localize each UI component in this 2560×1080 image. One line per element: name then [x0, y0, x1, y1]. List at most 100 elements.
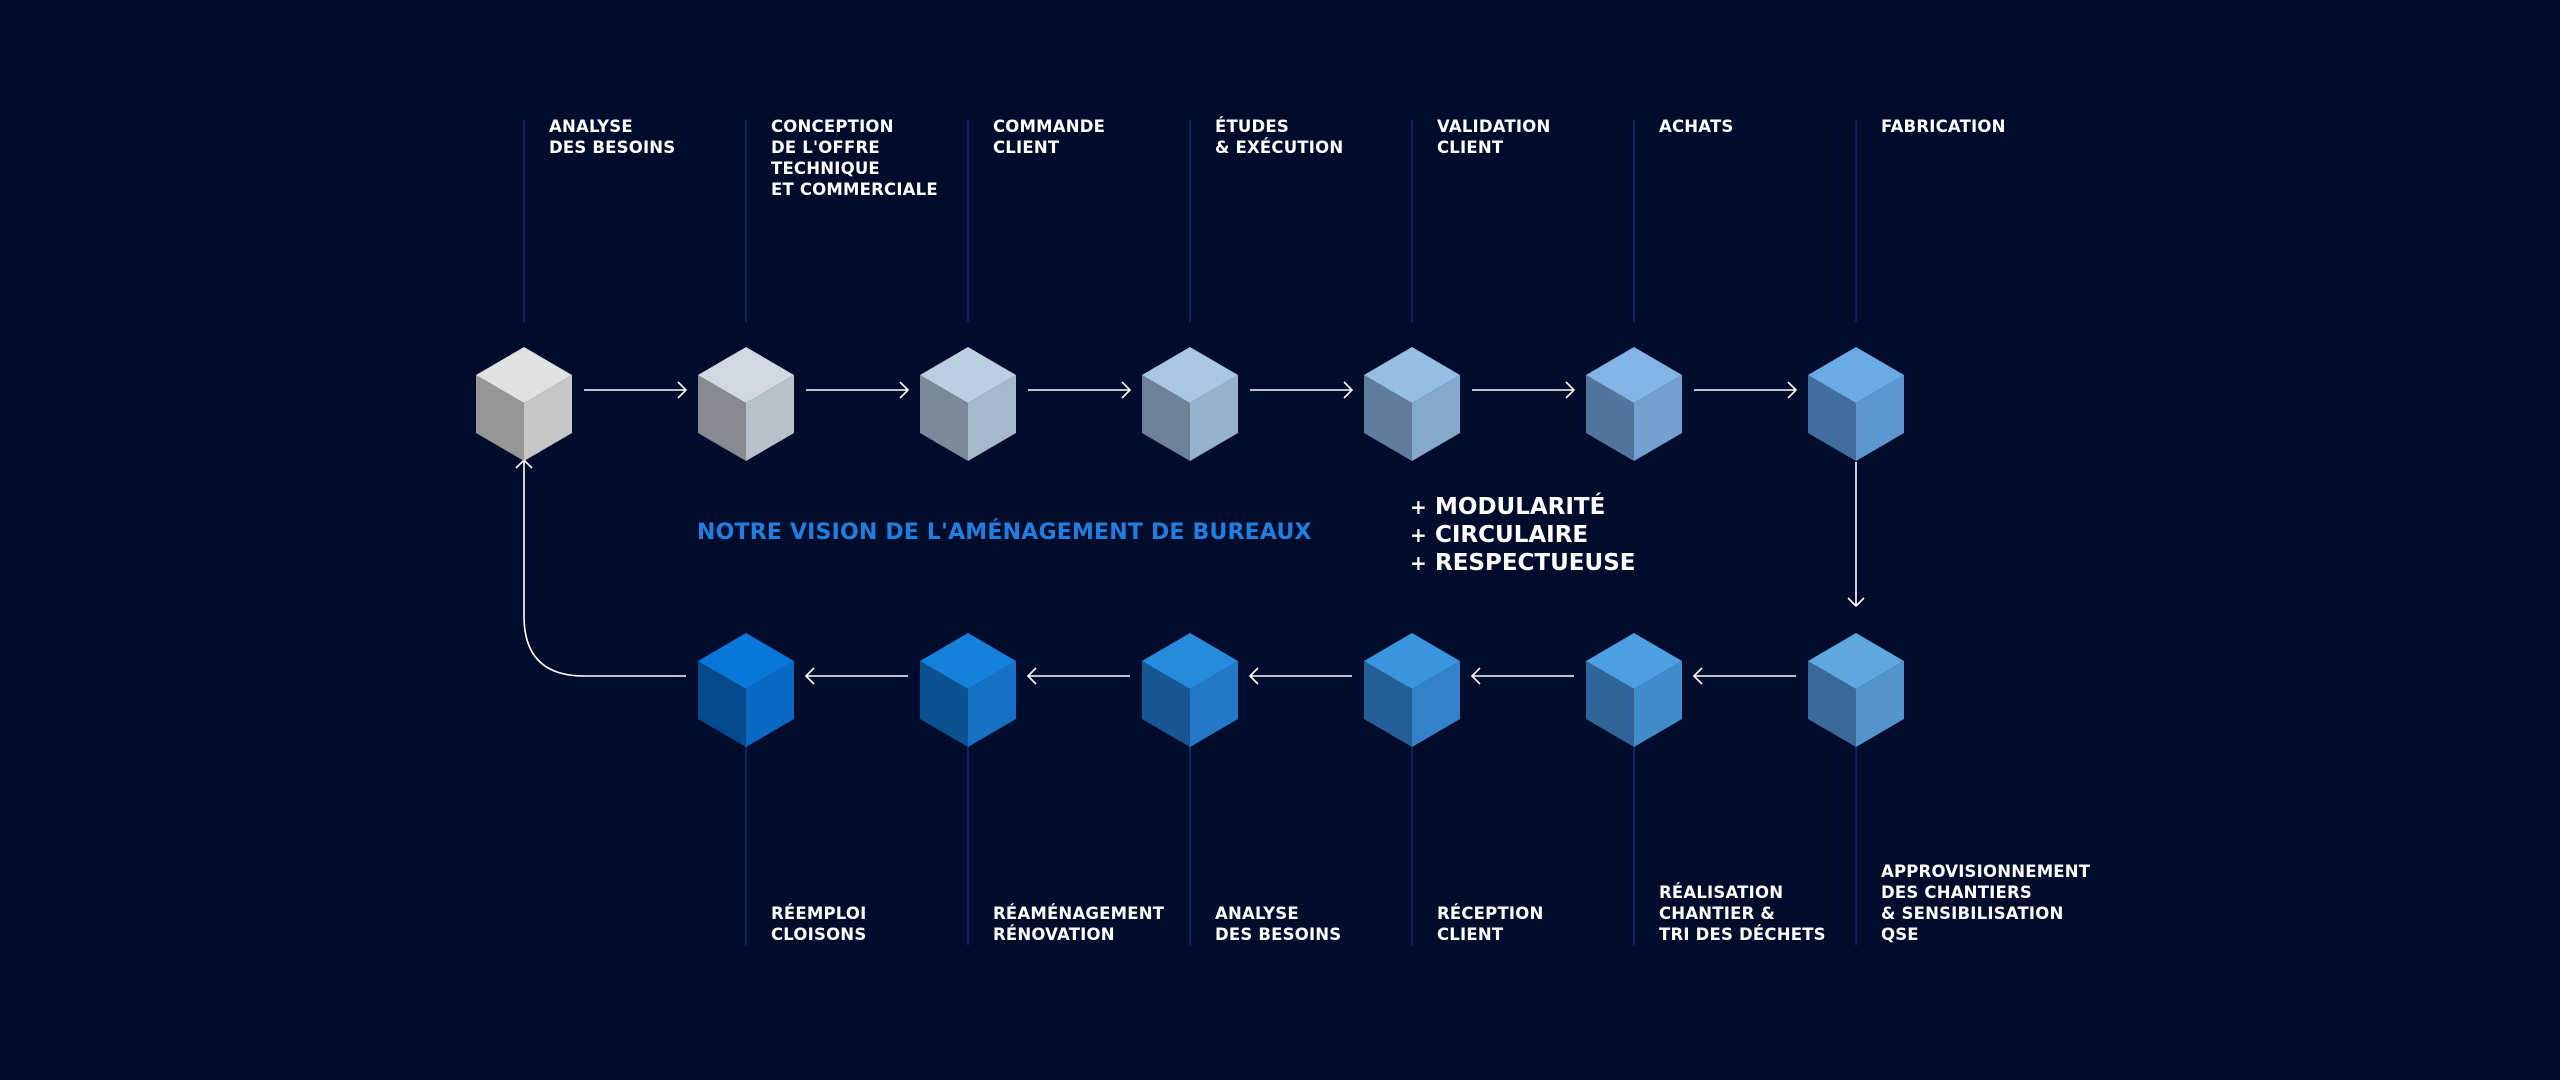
step-label-line: CLIENT: [993, 138, 1060, 157]
step-label-line: CONCEPTION: [771, 117, 894, 136]
cube-face-right: [968, 375, 1016, 461]
step-label-line: & EXÉCUTION: [1215, 138, 1344, 157]
step-label-line: DES CHANTIERS: [1881, 883, 2032, 902]
plus-icon: +: [1410, 495, 1427, 519]
cube-face-right: [1190, 375, 1238, 461]
vision-title: NOTRE VISION DE L'AMÉNAGEMENT DE BUREAUX: [697, 520, 1312, 545]
cube-face-left: [920, 661, 968, 747]
cube-face-right: [1190, 661, 1238, 747]
cube-face-right: [968, 661, 1016, 747]
cube-face-left: [476, 375, 524, 461]
arrow-head-icon: [1847, 597, 1865, 608]
step-label-line: CHANTIER &: [1659, 904, 1776, 923]
cube-face-right: [746, 375, 794, 461]
step-label-line: CLIENT: [1437, 925, 1504, 944]
step-label-line: ÉTUDES: [1215, 117, 1289, 136]
step-label-line: DES BESOINS: [1215, 925, 1342, 944]
cube-top-2: [920, 347, 1016, 461]
arrow-head-icon: [1787, 381, 1798, 399]
step-label-line: RÉALISATION: [1659, 883, 1784, 902]
arrow-head-icon: [1343, 381, 1354, 399]
cube-face-left: [698, 661, 746, 747]
cube-face-top: [1586, 633, 1682, 689]
step-label-line: ANALYSE: [1215, 904, 1299, 923]
arrow-head-icon: [1692, 667, 1703, 685]
step-label-line: FABRICATION: [1881, 117, 2006, 136]
cube-face-right: [524, 375, 572, 461]
cube-face-top: [1142, 347, 1238, 403]
cube-face-right: [746, 661, 794, 747]
step-label-line: COMMANDE: [993, 117, 1106, 136]
return-arrow-line: [523, 460, 686, 677]
cube-top-4: [1364, 347, 1460, 461]
arrow-head-icon: [1026, 667, 1037, 685]
guide-lines: [523, 120, 1857, 945]
value-label: RESPECTUEUSE: [1435, 550, 1636, 576]
arrow-head-icon: [804, 667, 815, 685]
step-label-line: TECHNIQUE: [771, 159, 880, 178]
step-label-line: & SENSIBILISATION: [1881, 904, 2064, 923]
cube-bottom-2: [1142, 633, 1238, 747]
cube-face-top: [1808, 347, 1904, 403]
cube-top-0: [476, 347, 572, 461]
cube-face-left: [920, 375, 968, 461]
value-item: + MODULARITÉ: [1410, 493, 1635, 521]
cube-face-top: [920, 633, 1016, 689]
cube-top-3: [1142, 347, 1238, 461]
values-list: + MODULARITÉ + CIRCULAIRE + RESPECTUEUSE: [1410, 493, 1635, 577]
cube-face-top: [920, 347, 1016, 403]
step-label-line: DE L'OFFRE: [771, 138, 880, 157]
cube-face-right: [1412, 661, 1460, 747]
cube-face-left: [1586, 375, 1634, 461]
step-label: RÉCEPTION CLIENT: [1437, 840, 1543, 945]
arrow-head-icon: [1565, 381, 1576, 399]
cube-face-top: [1586, 347, 1682, 403]
step-label-line: APPROVISIONNEMENT: [1881, 862, 2091, 881]
cube-face-right: [1856, 375, 1904, 461]
arrow-head-icon: [1121, 381, 1132, 399]
cube-face-right: [1412, 375, 1460, 461]
cube-face-left: [698, 375, 746, 461]
value-label: CIRCULAIRE: [1435, 522, 1589, 548]
cube-bottom-4: [1586, 633, 1682, 747]
cube-face-top: [1808, 633, 1904, 689]
cube-top-1: [698, 347, 794, 461]
value-label: MODULARITÉ: [1435, 494, 1606, 520]
cube-face-top: [698, 633, 794, 689]
cube-top-6: [1808, 347, 1904, 461]
step-label-line: TRI DES DÉCHETS: [1659, 925, 1826, 944]
arrow-head-icon: [1248, 667, 1259, 685]
value-item: + RESPECTUEUSE: [1410, 549, 1635, 577]
cube-bottom-5: [1808, 633, 1904, 747]
step-label-line: CLIENT: [1437, 138, 1504, 157]
cube-top-5: [1586, 347, 1682, 461]
cube-face-top: [1142, 633, 1238, 689]
value-item: + CIRCULAIRE: [1410, 521, 1635, 549]
cube-face-top: [476, 347, 572, 403]
cube-face-left: [1364, 375, 1412, 461]
cube-face-top: [1364, 347, 1460, 403]
step-label: RÉALISATION CHANTIER & TRI DES DÉCHETS: [1659, 840, 1826, 945]
arrow-head-icon: [677, 381, 688, 399]
step-label: APPROVISIONNEMENT DES CHANTIERS & SENSIBIL…: [1881, 840, 2090, 945]
step-label-line: CLOISONS: [771, 925, 867, 944]
cubes: [476, 347, 1904, 747]
cube-face-left: [1364, 661, 1412, 747]
step-label-line: RÉEMPLOI: [771, 904, 867, 923]
step-label-line: RÉNOVATION: [993, 925, 1115, 944]
step-label: RÉEMPLOI CLOISONS: [771, 840, 866, 945]
step-label-line: RÉCEPTION: [1437, 904, 1544, 923]
plus-icon: +: [1410, 523, 1427, 547]
step-label: ANALYSE DES BESOINS: [1215, 840, 1341, 945]
step-label: FABRICATION: [1881, 116, 2006, 137]
cube-face-left: [1808, 375, 1856, 461]
cube-face-right: [1634, 661, 1682, 747]
cube-face-right: [1634, 375, 1682, 461]
arrow-head-icon: [899, 381, 910, 399]
cube-face-right: [1856, 661, 1904, 747]
plus-icon: +: [1410, 551, 1427, 575]
